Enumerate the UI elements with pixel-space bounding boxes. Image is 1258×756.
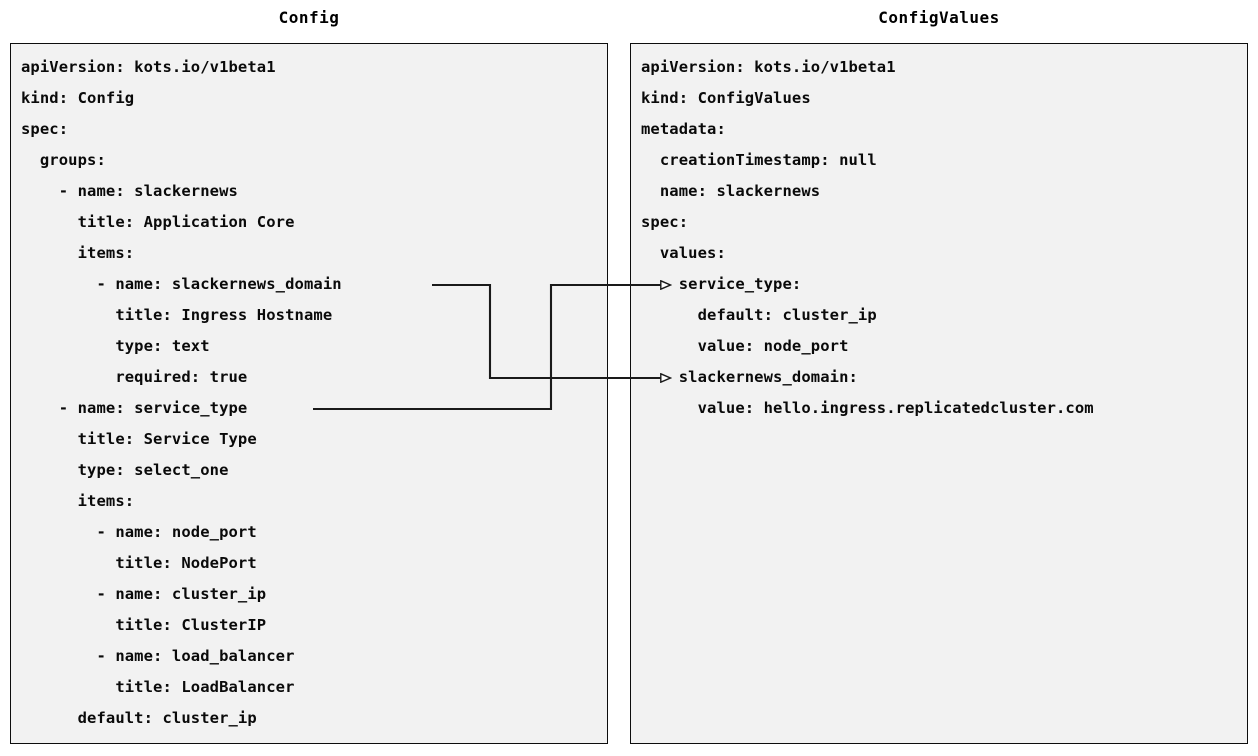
config-line-17: - name: cluster_ip — [21, 585, 267, 603]
config-line-7: - name: slackernews_domain — [21, 275, 342, 293]
configvalues-line-10: slackernews_domain: — [641, 368, 858, 386]
config-yaml-panel: apiVersion: kots.io/v1beta1 kind: Config s… — [10, 43, 608, 744]
configvalues-yaml-panel: apiVersion: kots.io/v1beta1 kind: ConfigV… — [630, 43, 1248, 744]
configvalues-yaml-body: apiVersion: kots.io/v1beta1 kind: ConfigV… — [641, 52, 1245, 424]
config-line-8: title: Ingress Hostname — [21, 306, 333, 324]
configvalues-line-7: service_type: — [641, 275, 802, 293]
config-line-1: kind: Config — [21, 89, 135, 107]
config-line-21: default: cluster_ip — [21, 709, 257, 727]
config-line-19: - name: load_balancer — [21, 647, 295, 665]
config-line-15: - name: node_port — [21, 523, 257, 541]
configvalues-line-0: apiVersion: kots.io/v1beta1 — [641, 58, 896, 76]
config-line-6: items: — [21, 244, 135, 262]
configvalues-line-11: value: hello.ingress.replicatedcluster.c… — [641, 399, 1094, 417]
config-line-5: title: Application Core — [21, 213, 295, 231]
configvalues-line-4: name: slackernews — [641, 182, 821, 200]
config-line-12: title: Service Type — [21, 430, 257, 448]
configvalues-line-8: default: cluster_ip — [641, 306, 877, 324]
configvalues-line-5: spec: — [641, 213, 689, 231]
config-line-16: title: NodePort — [21, 554, 257, 572]
configvalues-line-3: creationTimestamp: null — [641, 151, 877, 169]
configvalues-line-1: kind: ConfigValues — [641, 89, 811, 107]
config-line-13: type: select_one — [21, 461, 229, 479]
config-line-0: apiVersion: kots.io/v1beta1 — [21, 58, 276, 76]
config-yaml-body: apiVersion: kots.io/v1beta1 kind: Config s… — [21, 52, 605, 734]
configvalues-line-9: value: node_port — [641, 337, 849, 355]
config-line-2: spec: — [21, 120, 69, 138]
config-line-11: - name: service_type — [21, 399, 248, 417]
config-panel-title: Config — [278, 8, 340, 27]
config-line-9: type: text — [21, 337, 210, 355]
configvalues-line-2: metadata: — [641, 120, 726, 138]
config-line-3: groups: — [21, 151, 106, 169]
configvalues-panel-title: ConfigValues — [878, 8, 1000, 27]
config-line-18: title: ClusterIP — [21, 616, 267, 634]
config-line-4: - name: slackernews — [21, 182, 238, 200]
config-line-10: required: true — [21, 368, 248, 386]
config-line-20: title: LoadBalancer — [21, 678, 295, 696]
config-line-14: items: — [21, 492, 135, 510]
configvalues-line-6: values: — [641, 244, 726, 262]
